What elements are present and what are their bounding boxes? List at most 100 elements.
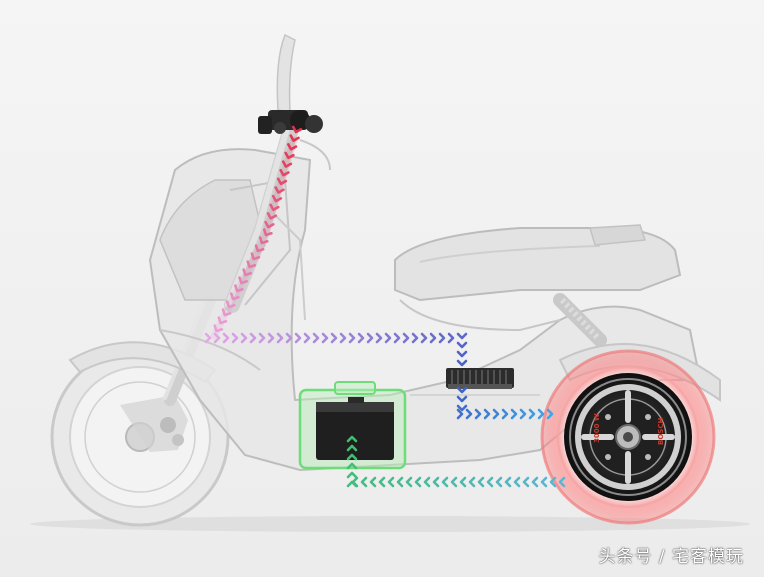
flow-chevron [366, 332, 374, 344]
flow-chevron [432, 476, 440, 488]
flow-chevron [346, 444, 358, 452]
flow-chevron [291, 125, 303, 134]
flow-chevron [510, 408, 518, 420]
flow-chevron [402, 332, 410, 344]
flow-chevron [378, 476, 386, 488]
seat [394, 224, 682, 332]
flow-chevron [495, 476, 503, 488]
flow-chevron [254, 244, 265, 253]
flow-chevron [447, 332, 455, 344]
flow-chevron [456, 395, 468, 403]
flow-chevron [234, 284, 244, 293]
flow-chevron [286, 143, 298, 151]
flow-chevron [387, 476, 395, 488]
flow-chevron [393, 332, 401, 344]
flow-chevron [369, 476, 377, 488]
flow-chevron [221, 308, 232, 317]
flow-chevron [477, 476, 485, 488]
handlebar-controls [258, 110, 331, 171]
flow-chevron [420, 332, 428, 344]
flow-chevron [294, 332, 302, 344]
flow-chevron [225, 300, 236, 309]
flow-chevron [483, 408, 491, 420]
flow-chevron [450, 476, 458, 488]
flow-chevron [276, 177, 288, 186]
flow-chevron [384, 332, 392, 344]
flow-chevron [456, 332, 468, 340]
flow-chevron [339, 332, 347, 344]
flow-chevron [321, 332, 329, 344]
flow-chevron [348, 332, 356, 344]
flow-chevron [279, 168, 290, 177]
flow-chevron [346, 480, 358, 488]
flow-chevron [222, 332, 230, 344]
flow-chevron [204, 332, 212, 344]
flow-arrow-regen [346, 435, 566, 488]
flow-chevron [414, 476, 422, 488]
flow-chevron [360, 476, 368, 488]
rear-wheel: 3000 W BOSCH [540, 349, 716, 525]
flow-chevron [258, 236, 269, 245]
flow-chevron [246, 260, 257, 269]
flow-chevron [441, 476, 449, 488]
flow-chevron [330, 332, 338, 344]
flow-chevron [285, 332, 293, 344]
flow-chevron [522, 476, 530, 488]
flow-chevron [504, 476, 512, 488]
flow-chevron [438, 332, 446, 344]
flow-arrow-to-motor [456, 386, 554, 420]
flow-chevron [456, 359, 468, 367]
flow-chevron [375, 332, 383, 344]
flow-chevron [528, 408, 536, 420]
flow-chevron [258, 332, 266, 344]
rear-shock [553, 293, 607, 347]
flow-chevron [423, 476, 431, 488]
flow-chevron [456, 341, 468, 349]
flow-chevron [213, 332, 221, 344]
windscreen [276, 33, 296, 113]
flow-arrow-top [204, 332, 468, 367]
flow-chevron [456, 404, 468, 412]
flow-chevron [513, 476, 521, 488]
battery-pack [316, 402, 394, 460]
flow-chevron [501, 408, 509, 420]
flow-chevron [242, 268, 253, 277]
flow-chevron [312, 332, 320, 344]
ground-shadow [30, 516, 750, 532]
flow-chevron [492, 408, 500, 420]
flow-chevron [486, 476, 494, 488]
flow-chevron [264, 220, 275, 229]
flow-chevron [346, 471, 358, 479]
flow-chevron [459, 476, 467, 488]
motor-brand-text: BOSCH [657, 418, 665, 445]
flow-arrow-handlebar [210, 125, 303, 340]
flow-chevron [558, 476, 566, 488]
flow-chevron [269, 203, 280, 212]
flow-chevron [537, 408, 545, 420]
flow-chevron [411, 332, 419, 344]
flow-chevron [346, 453, 358, 461]
flow-chevron [271, 194, 283, 203]
motor-controller [446, 368, 514, 389]
flow-chevron [396, 476, 404, 488]
flow-chevron [303, 332, 311, 344]
flow-chevron [357, 332, 365, 344]
flow-chevron [238, 276, 248, 285]
flow-chevron [540, 476, 548, 488]
flow-chevron [519, 408, 527, 420]
flow-chevron [346, 462, 358, 470]
flow-chevron [276, 332, 284, 344]
flow-chevron [274, 186, 285, 194]
flow-chevron [531, 476, 539, 488]
flow-chevron [549, 476, 557, 488]
flow-chevron [231, 332, 239, 344]
flow-chevron [284, 151, 295, 160]
flow-chevron [281, 160, 293, 168]
flow-chevron [289, 134, 300, 142]
flow-chevron [456, 350, 468, 358]
flow-chevron [249, 332, 257, 344]
flow-chevron [468, 476, 476, 488]
flow-chevron [262, 228, 273, 237]
flow-chevron [546, 408, 554, 420]
